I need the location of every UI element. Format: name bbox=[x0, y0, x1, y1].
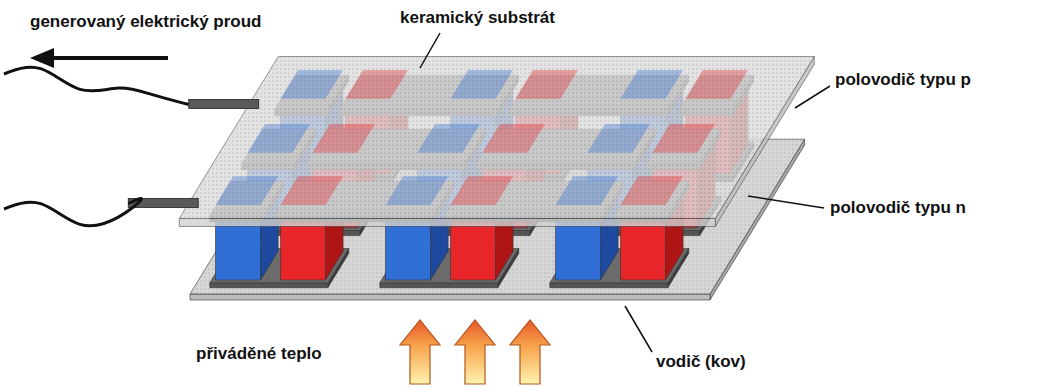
leader-line bbox=[748, 196, 824, 208]
heat-arrows bbox=[400, 320, 550, 384]
part-label: polovodič typu p bbox=[835, 70, 971, 90]
terminal-tab bbox=[189, 100, 259, 109]
wire bbox=[4, 198, 142, 225]
legs-seen-through bbox=[216, 70, 749, 205]
wire bbox=[4, 67, 189, 104]
leader-line bbox=[420, 33, 440, 68]
top-substrate bbox=[179, 57, 814, 227]
part-label: přiváděné teplo bbox=[196, 344, 322, 364]
part-label: keramický substrát bbox=[400, 8, 555, 28]
leader-line bbox=[795, 86, 830, 108]
current-arrow bbox=[30, 48, 168, 68]
part-label: vodič (kov) bbox=[656, 352, 746, 372]
part-label: polovodič typu n bbox=[830, 198, 966, 218]
leader-line bbox=[625, 306, 652, 352]
part-label: generovaný elektrický proud bbox=[30, 12, 261, 32]
